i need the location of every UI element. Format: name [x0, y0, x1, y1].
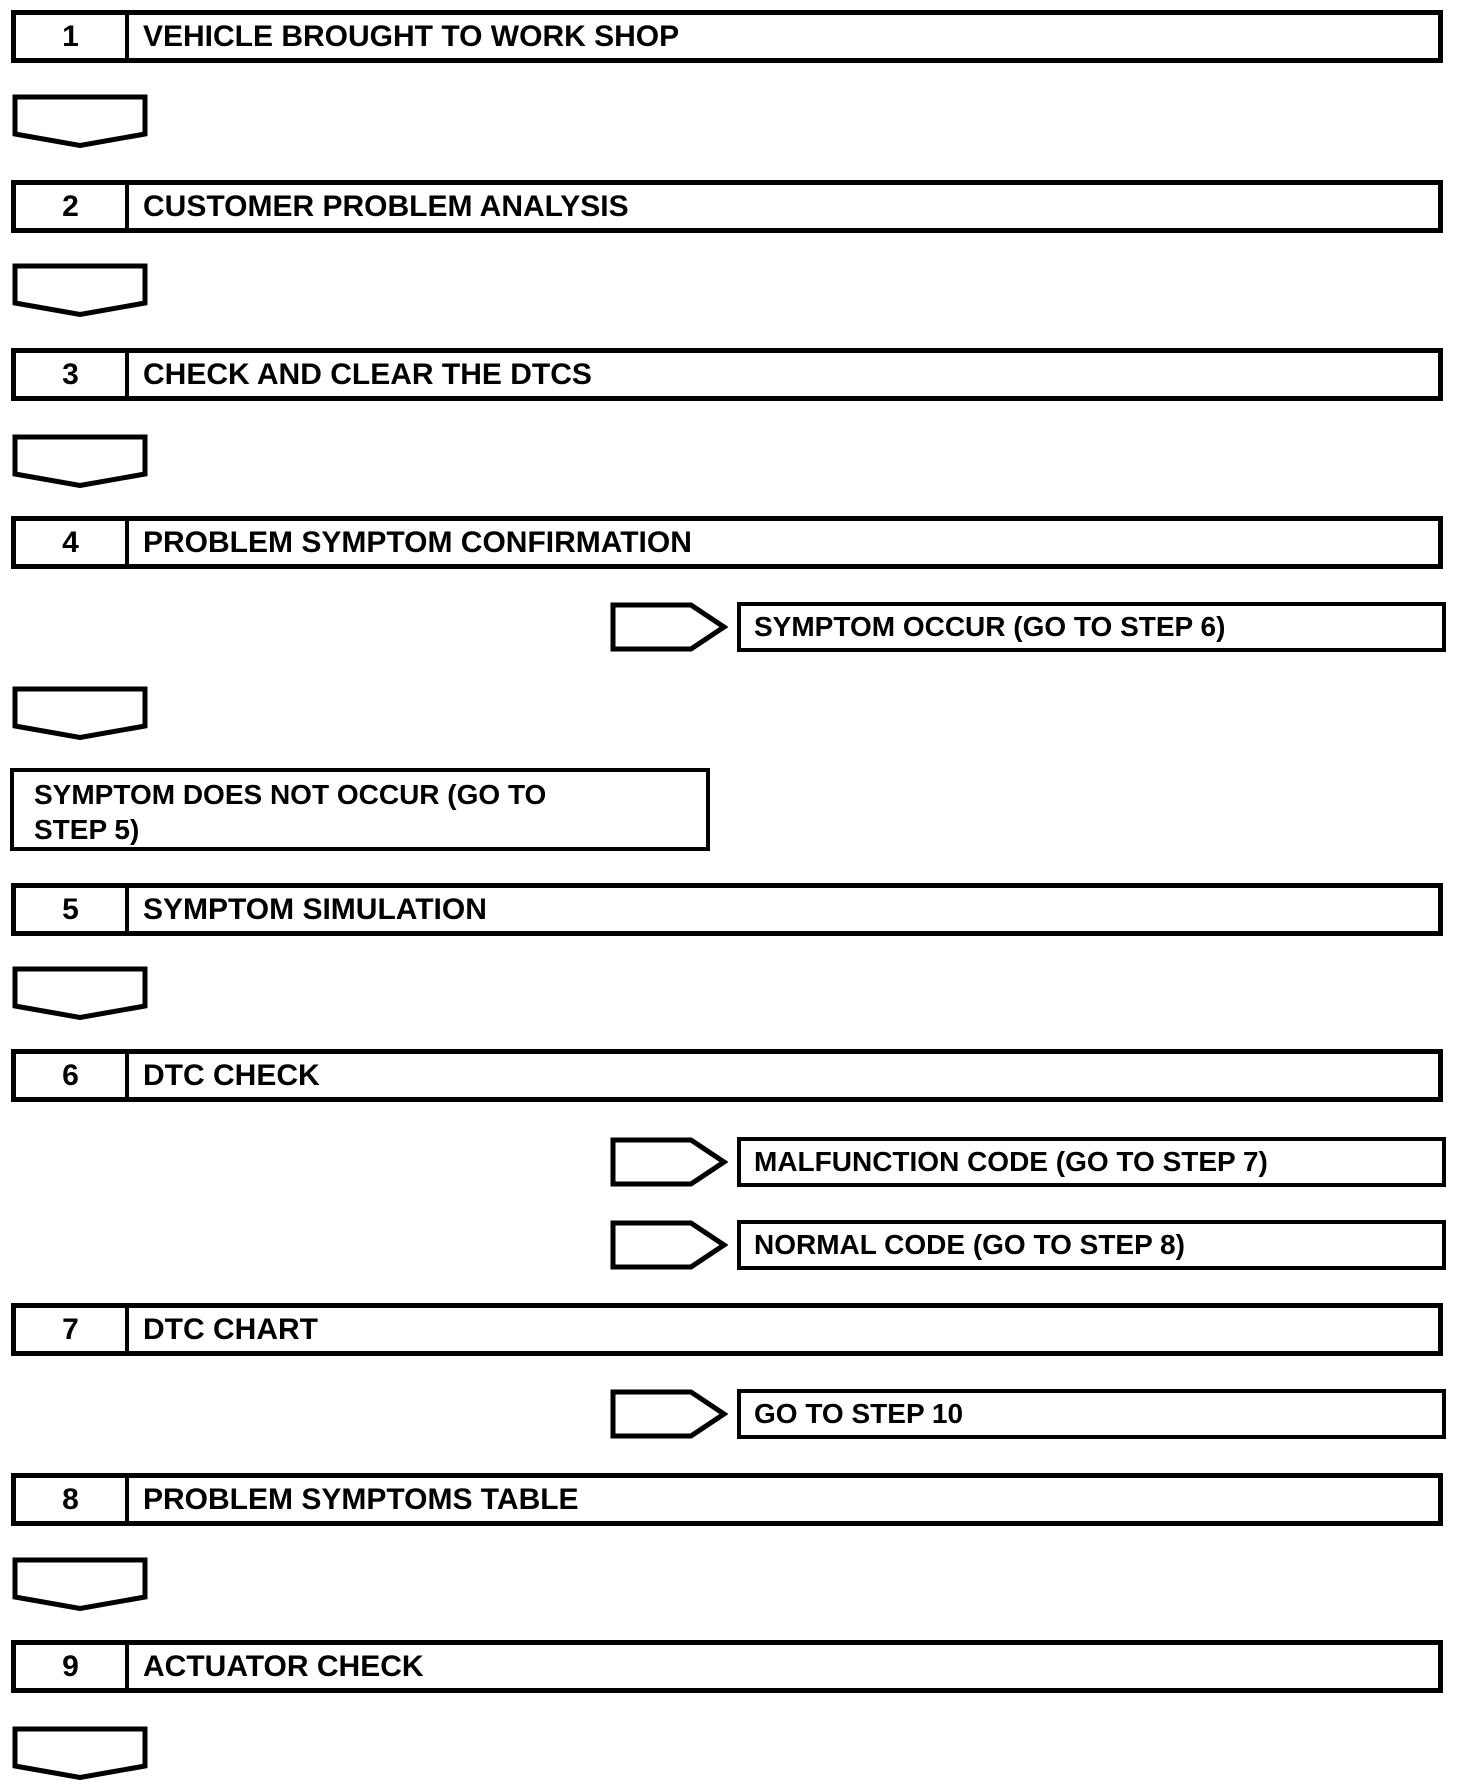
branch-symptom-does-not-occur: SYMPTOM DOES NOT OCCUR (GO TO STEP 5): [10, 768, 710, 851]
flow-down-connector-icon: [12, 1726, 148, 1780]
step-4-label: PROBLEM SYMPTOM CONFIRMATION: [143, 525, 692, 559]
step-2-label: CUSTOMER PROBLEM ANALYSIS: [143, 189, 629, 223]
step-5-box: 5 SYMPTOM SIMULATION: [11, 883, 1443, 936]
callout-normal-code: NORMAL CODE (GO TO STEP 8): [737, 1220, 1446, 1270]
step-6-label: DTC CHECK: [143, 1058, 320, 1092]
branch-right-arrow-icon: [610, 1137, 728, 1187]
flow-down-connector-icon: [12, 94, 148, 148]
step-6-box: 6 DTC CHECK: [11, 1049, 1443, 1102]
step-1-label: VEHICLE BROUGHT TO WORK SHOP: [143, 19, 680, 53]
step-7-label: DTC CHART: [143, 1312, 318, 1346]
flow-down-connector-icon: [12, 966, 148, 1020]
step-3-number: 3: [16, 353, 129, 396]
step-5-label: SYMPTOM SIMULATION: [143, 892, 487, 926]
callout-malfunction-code: MALFUNCTION CODE (GO TO STEP 7): [737, 1137, 1446, 1187]
callout-go-to-step-10: GO TO STEP 10: [737, 1389, 1446, 1439]
step-3-box: 3 CHECK AND CLEAR THE DTCS: [11, 348, 1443, 401]
branch-right-arrow-icon: [610, 602, 728, 652]
step-3-label: CHECK AND CLEAR THE DTCS: [143, 357, 592, 391]
step-7-number: 7: [16, 1308, 129, 1351]
step-5-number: 5: [16, 888, 129, 931]
branch-right-arrow-icon: [610, 1389, 728, 1439]
step-7-box: 7 DTC CHART: [11, 1303, 1443, 1356]
step-4-box: 4 PROBLEM SYMPTOM CONFIRMATION: [11, 516, 1443, 569]
step-8-box: 8 PROBLEM SYMPTOMS TABLE: [11, 1473, 1443, 1526]
step-8-number: 8: [16, 1478, 129, 1521]
callout-symptom-occur: SYMPTOM OCCUR (GO TO STEP 6): [737, 602, 1446, 652]
step-1-box: 1 VEHICLE BROUGHT TO WORK SHOP: [11, 10, 1443, 63]
step-2-number: 2: [16, 185, 129, 228]
flow-down-connector-icon: [12, 263, 148, 317]
flow-down-connector-icon: [12, 686, 148, 740]
step-8-label: PROBLEM SYMPTOMS TABLE: [143, 1482, 579, 1516]
step-1-number: 1: [16, 15, 129, 58]
flow-down-connector-icon: [12, 1557, 148, 1611]
step-9-number: 9: [16, 1645, 129, 1688]
branch-right-arrow-icon: [610, 1220, 728, 1270]
step-9-label: ACTUATOR CHECK: [143, 1649, 424, 1683]
flow-down-connector-icon: [12, 434, 148, 488]
step-4-number: 4: [16, 521, 129, 564]
step-9-box: 9 ACTUATOR CHECK: [11, 1640, 1443, 1693]
step-6-number: 6: [16, 1054, 129, 1097]
step-2-box: 2 CUSTOMER PROBLEM ANALYSIS: [11, 180, 1443, 233]
